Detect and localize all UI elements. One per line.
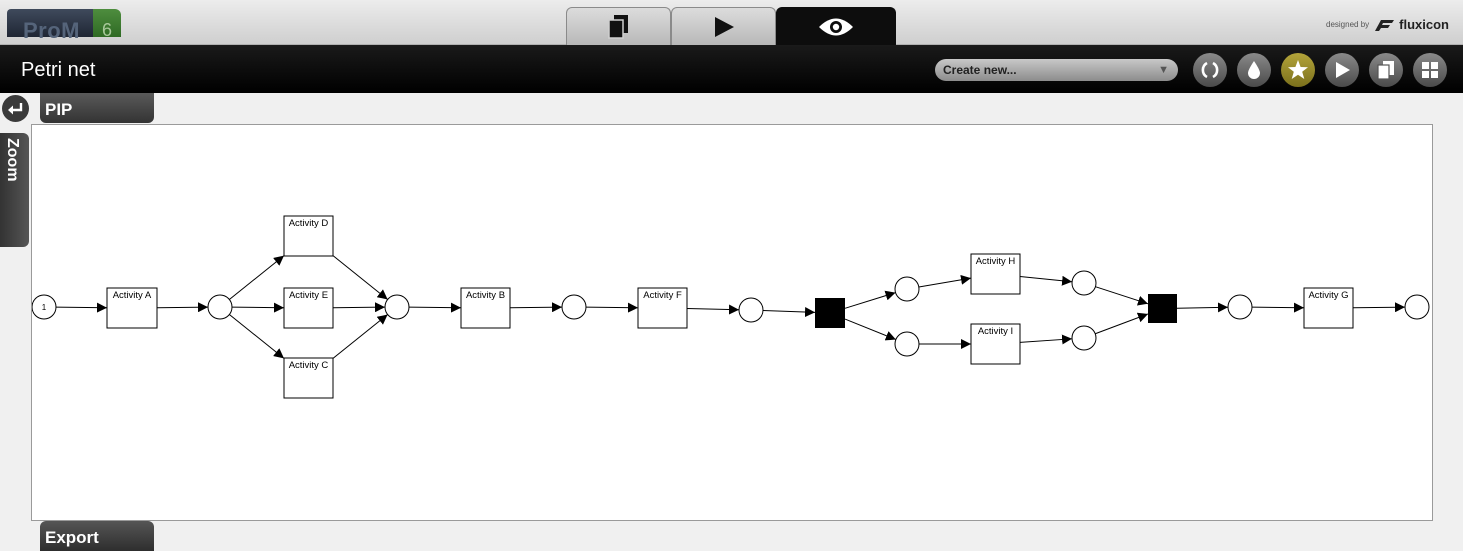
transition-label-F: Activity F — [643, 290, 682, 301]
tab-workspace[interactable] — [566, 7, 671, 45]
fluxicon-logo-icon — [1375, 19, 1395, 31]
drop-icon — [1248, 61, 1260, 79]
back-button[interactable] — [2, 95, 29, 122]
transition-label-A: Activity A — [113, 290, 152, 301]
transition-F[interactable] — [637, 287, 688, 329]
arc-I-p8 — [1019, 334, 1073, 345]
brand-name: fluxicon — [1399, 17, 1449, 32]
transition-C[interactable] — [283, 357, 334, 399]
grid-icon — [1422, 62, 1438, 78]
place-p5[interactable] — [894, 276, 920, 302]
place-p1[interactable] — [207, 294, 233, 320]
designed-by-text: designed by — [1326, 20, 1370, 29]
arc-p1-C — [229, 314, 285, 359]
silent-transition-S2[interactable] — [1148, 294, 1177, 323]
arc-B-p3 — [509, 302, 563, 313]
chevron-down-icon: ▼ — [1158, 64, 1169, 76]
arc-S1-p6 — [844, 318, 897, 341]
transition-E[interactable] — [283, 287, 334, 329]
transition-B[interactable] — [460, 287, 511, 329]
arc-p8-S2 — [1095, 312, 1149, 335]
transition-D[interactable] — [283, 215, 334, 257]
place-p3[interactable] — [561, 294, 587, 320]
arc-p1-E — [231, 302, 285, 313]
create-new-label: Create new... — [943, 63, 1017, 77]
place-p7[interactable] — [1071, 270, 1097, 296]
place-p10[interactable] — [1404, 294, 1430, 320]
arc-p5-H — [918, 274, 972, 288]
place-p9[interactable] — [1227, 294, 1253, 320]
drop-button[interactable] — [1237, 53, 1271, 87]
star-icon — [1288, 60, 1308, 79]
zoom-label: Zoom — [4, 138, 21, 182]
token-count: 1 — [42, 303, 47, 312]
top-bar: ProM 6 designed by fluxicon — [0, 0, 1463, 45]
page-title: Petri net — [21, 59, 96, 81]
create-new-dropdown[interactable]: Create new... ▼ — [935, 59, 1178, 81]
logo-text: ProM — [23, 18, 80, 43]
return-arrow-icon — [7, 102, 22, 114]
grid-button[interactable] — [1413, 53, 1447, 87]
tab-views[interactable] — [776, 7, 896, 45]
petri-net-graph: 1 Activity A Activity D Activity E Activity … — [32, 215, 1430, 399]
arc-S2-p9 — [1176, 302, 1229, 313]
transition-label-I: Activity I — [978, 326, 1013, 337]
place-p4[interactable] — [738, 297, 764, 323]
play-icon — [1336, 62, 1350, 78]
silent-transition-S1[interactable] — [815, 298, 845, 328]
transition-H[interactable] — [970, 253, 1021, 295]
arc-C-p2 — [332, 314, 388, 359]
pip-tab[interactable]: PIP — [40, 93, 154, 123]
arc-F-p4 — [686, 304, 740, 315]
arc-E-p2 — [332, 302, 386, 313]
arc-G-p10 — [1352, 302, 1406, 313]
transition-G[interactable] — [1303, 287, 1354, 329]
arc-S1-p5 — [844, 290, 896, 309]
transition-label-B: Activity B — [466, 290, 505, 301]
transition-label-E: Activity E — [289, 290, 328, 301]
arc-p4-S1 — [762, 307, 816, 318]
transition-label-H: Activity H — [976, 256, 1016, 267]
export-tab[interactable]: Export — [40, 521, 154, 551]
main-tabs — [566, 7, 896, 45]
logo-version: 6 — [93, 9, 121, 40]
arc-p3-F — [585, 302, 639, 313]
arc-p0-A — [55, 302, 108, 313]
play-button[interactable] — [1325, 53, 1359, 87]
copy-button[interactable] — [1369, 53, 1403, 87]
arc-H-p7 — [1019, 275, 1073, 286]
play-icon — [714, 16, 734, 37]
place-p0[interactable] — [32, 294, 57, 320]
copy-icon — [1377, 61, 1394, 80]
petri-net-canvas[interactable]: 1 Activity A Activity D Activity E Activity … — [31, 124, 1433, 521]
zoom-tab[interactable]: Zoom — [0, 133, 29, 247]
transition-label-G: Activity G — [1308, 290, 1348, 301]
eye-icon — [819, 18, 853, 35]
transition-A[interactable] — [106, 287, 158, 329]
arc-p2-B — [408, 302, 462, 313]
prom-logo — [7, 9, 93, 37]
arc-p9-G — [1251, 302, 1305, 313]
transition-I[interactable] — [970, 323, 1021, 365]
place-p2[interactable] — [384, 294, 410, 320]
place-p8[interactable] — [1071, 325, 1097, 351]
designed-by: designed by fluxicon — [1326, 17, 1449, 32]
arc-D-p2 — [332, 255, 388, 300]
arc-p1-D — [229, 255, 285, 300]
refresh-button[interactable] — [1193, 53, 1227, 87]
place-p6[interactable] — [894, 331, 920, 357]
transition-label-D: Activity D — [289, 218, 329, 229]
tab-actions[interactable] — [671, 7, 776, 45]
documents-icon — [607, 14, 628, 39]
favorite-button[interactable] — [1281, 53, 1315, 87]
arc-p7-S2 — [1095, 286, 1149, 306]
refresh-icon — [1201, 61, 1219, 79]
arc-A-p1 — [156, 302, 209, 313]
transition-label-C: Activity C — [289, 360, 329, 371]
